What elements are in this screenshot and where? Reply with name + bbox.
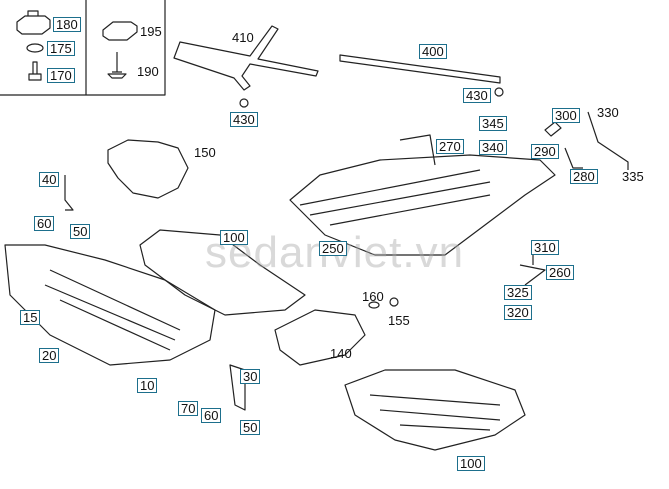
callout-330: 330 bbox=[597, 105, 619, 120]
callout-60: 60 bbox=[34, 216, 55, 231]
callout-50-lower: 50 bbox=[240, 420, 261, 435]
clip-195 bbox=[102, 21, 138, 41]
callout-140: 140 bbox=[330, 346, 352, 361]
callout-170: 170 bbox=[47, 68, 75, 83]
bracket-30 bbox=[229, 364, 246, 411]
callout-430: 430 bbox=[230, 112, 258, 127]
callout-320: 320 bbox=[504, 305, 532, 320]
front-undertray-10 bbox=[4, 244, 216, 366]
callout-270: 270 bbox=[436, 139, 464, 154]
callout-260: 260 bbox=[546, 265, 574, 280]
nut-clip-180 bbox=[16, 10, 51, 35]
strut-bar-400 bbox=[339, 54, 501, 84]
callout-190: 190 bbox=[137, 64, 159, 79]
underbody-panel-250 bbox=[289, 154, 556, 256]
callout-325: 325 bbox=[504, 285, 532, 300]
callout-430-right: 430 bbox=[463, 88, 491, 103]
brackets-290-280 bbox=[544, 121, 583, 169]
bolt-170 bbox=[28, 61, 42, 81]
bracket-270 bbox=[399, 134, 436, 166]
callout-250: 250 bbox=[319, 241, 347, 256]
callout-30: 30 bbox=[240, 369, 261, 384]
bracket-260 bbox=[519, 250, 546, 286]
callout-100-rear: 100 bbox=[457, 456, 485, 471]
callout-20: 20 bbox=[39, 348, 60, 363]
rear-shield-100 bbox=[344, 369, 526, 451]
callout-160: 160 bbox=[362, 289, 384, 304]
washer-160 bbox=[368, 301, 380, 309]
callout-180: 180 bbox=[53, 17, 81, 32]
callout-300: 300 bbox=[552, 108, 580, 123]
callout-155: 155 bbox=[388, 313, 410, 328]
callout-280: 280 bbox=[570, 169, 598, 184]
callout-410: 410 bbox=[232, 30, 254, 45]
part-140 bbox=[274, 309, 366, 366]
bracket-40 bbox=[64, 175, 74, 211]
nut-155 bbox=[389, 297, 399, 307]
callout-175: 175 bbox=[47, 41, 75, 56]
bolt-430b bbox=[494, 87, 504, 97]
part-150 bbox=[107, 139, 189, 199]
callout-340: 340 bbox=[479, 140, 507, 155]
rear-shield-ribs bbox=[369, 394, 501, 431]
callout-40: 40 bbox=[39, 172, 60, 187]
callout-15: 15 bbox=[20, 310, 41, 325]
screw-190 bbox=[107, 52, 127, 79]
bolt-430 bbox=[239, 98, 249, 108]
callout-150: 150 bbox=[194, 145, 216, 160]
callout-50: 50 bbox=[70, 224, 91, 239]
callout-70: 70 bbox=[178, 401, 199, 416]
undertray-ribs bbox=[44, 269, 181, 351]
bracket-330 bbox=[587, 111, 629, 170]
callout-335: 335 bbox=[622, 169, 644, 184]
underbody-ribs bbox=[299, 169, 491, 226]
callout-10: 10 bbox=[137, 378, 158, 393]
callout-100: 100 bbox=[220, 230, 248, 245]
callout-195: 195 bbox=[140, 24, 162, 39]
callout-290: 290 bbox=[531, 144, 559, 159]
callout-345: 345 bbox=[479, 116, 507, 131]
inset-frame bbox=[0, 0, 166, 96]
callout-310: 310 bbox=[531, 240, 559, 255]
washer-175 bbox=[26, 43, 44, 53]
cross-member-410 bbox=[173, 25, 319, 91]
callout-400: 400 bbox=[419, 44, 447, 59]
callout-60-lower: 60 bbox=[201, 408, 222, 423]
